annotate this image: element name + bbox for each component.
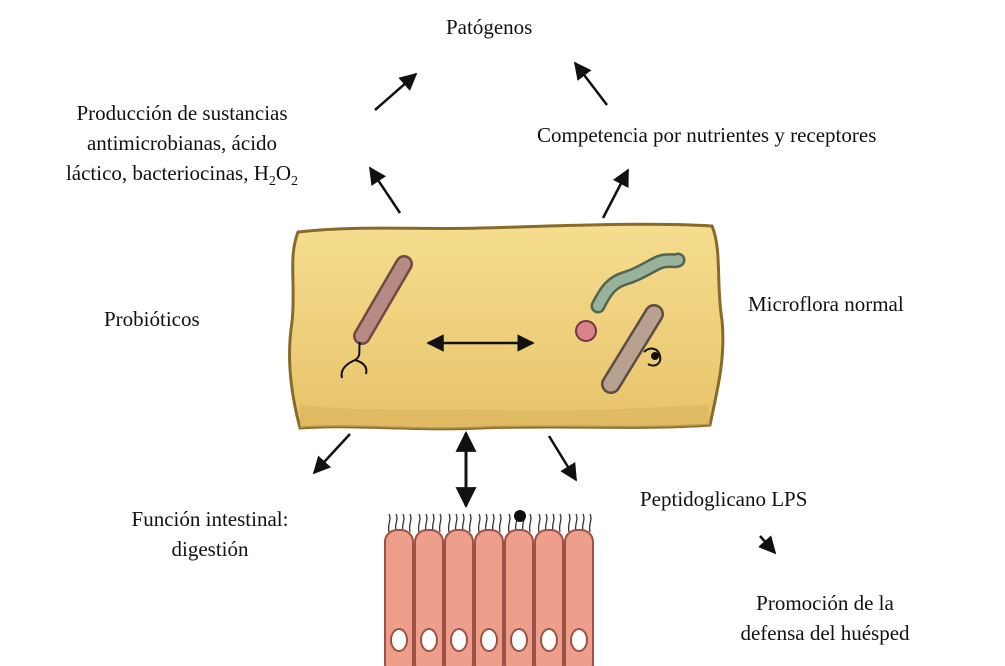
intestinal-function-line2: digestión	[60, 534, 360, 564]
h2o2-subscript-2: 2	[291, 174, 298, 189]
cell-nucleus	[421, 629, 437, 651]
peptidoglycan-label: Peptidoglicano LPS	[640, 484, 807, 514]
host-defense-line2: defensa del huésped	[680, 618, 970, 648]
microvillus	[389, 514, 390, 532]
probiotics-label: Probióticos	[104, 304, 200, 334]
antimicrobial-line3-text: láctico, bacteriocinas, H	[66, 161, 269, 185]
epithelial-cell	[445, 514, 473, 666]
normal-microflora-label: Microflora normal	[748, 289, 904, 319]
intestinal-epithelium	[385, 514, 593, 666]
h2o2-subscript-1: 2	[269, 174, 276, 189]
microvillus	[410, 514, 411, 532]
microvillus	[479, 514, 480, 532]
arrow-to-antimicrobial	[370, 168, 400, 213]
microvillus	[509, 514, 510, 532]
epithelial-cell	[415, 514, 443, 666]
arrow-to-peptidoglycan	[549, 436, 576, 480]
microvillus	[560, 514, 561, 532]
cell-nucleus	[481, 629, 497, 651]
microvillus	[419, 514, 420, 532]
epithelial-cell	[535, 514, 563, 666]
intestinal-function-line1: Función intestinal:	[60, 504, 360, 534]
antimicrobial-line2: antimicrobianas, ácido	[12, 128, 352, 158]
cell-nucleus	[391, 629, 407, 651]
coccus-bacterium-icon	[576, 321, 596, 341]
antimicrobial-line1: Producción de sustancias	[12, 98, 352, 128]
arrow-to-host-defense	[760, 536, 775, 553]
signal-molecule-icon	[514, 510, 526, 522]
competition-label: Competencia por nutrientes y receptores	[537, 120, 876, 150]
microvillus	[470, 514, 471, 532]
antimicrobial-label: Producción de sustancias antimicrobianas…	[12, 98, 352, 197]
epithelial-cell	[565, 514, 593, 666]
microvillus	[590, 514, 591, 532]
epithelial-cell	[475, 514, 503, 666]
epithelial-cell	[505, 514, 533, 666]
cell-nucleus	[451, 629, 467, 651]
cell-nucleus	[541, 629, 557, 651]
arrow-to-competition	[603, 170, 628, 218]
cell-nucleus	[571, 629, 587, 651]
arrow-to-pathogens-right	[575, 63, 607, 105]
arrow-to-intestinal-function	[314, 434, 350, 473]
host-defense-line1: Promoción de la	[680, 588, 970, 618]
h2o2-oxygen: O	[276, 161, 291, 185]
cell-nucleus	[511, 629, 527, 651]
microvillus	[449, 514, 450, 532]
microvillus	[500, 514, 501, 532]
microvillus	[440, 514, 441, 532]
epithelial-cell	[385, 514, 413, 666]
intestinal-function-label: Función intestinal: digestión	[60, 504, 360, 564]
microvillus	[539, 514, 540, 532]
microvillus	[530, 514, 531, 532]
pathogens-label: Patógenos	[446, 12, 532, 42]
antimicrobial-line3: láctico, bacteriocinas, H2O2	[12, 158, 352, 197]
arrow-to-pathogens-left	[375, 74, 416, 110]
host-defense-label: Promoción de la defensa del huésped	[680, 588, 970, 648]
microvillus	[569, 514, 570, 532]
